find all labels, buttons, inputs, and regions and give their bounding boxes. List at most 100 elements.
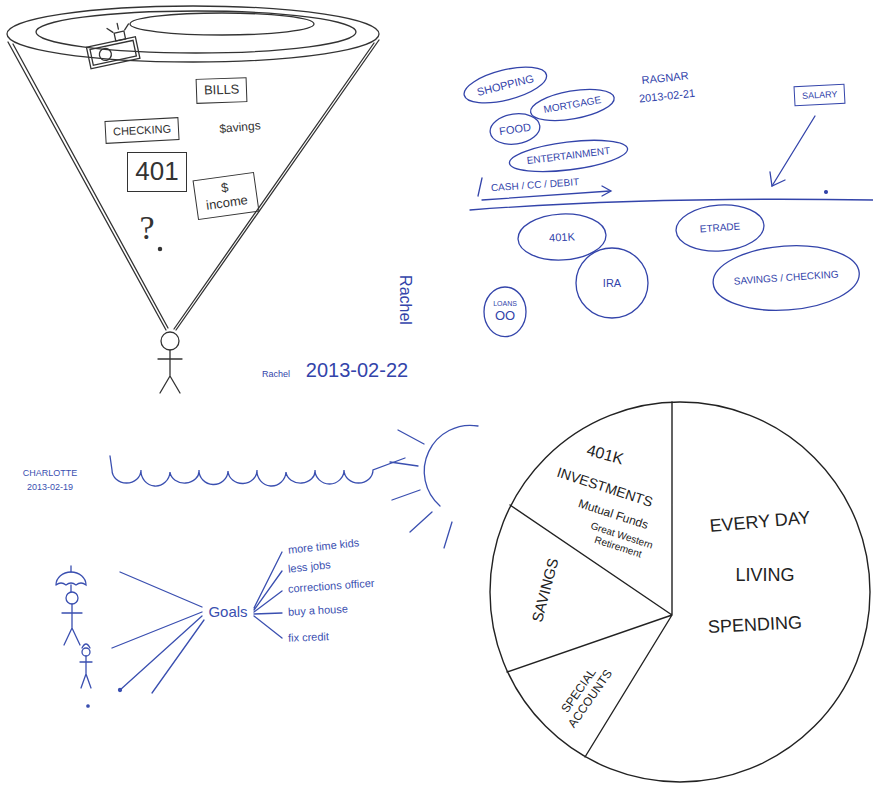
sketch-note: Rachel [262,369,290,379]
goal-line [112,572,204,693]
funnel-rim [130,13,314,35]
salary-arrow [772,116,815,186]
figure-body [80,644,92,688]
sketch-note: buy a house [288,603,349,619]
sketch-note: corrections officer [288,577,375,596]
dot [825,191,828,194]
figure-head [161,332,179,350]
funnel-rim [36,11,356,53]
node-texts: 401 [135,157,178,187]
sketch-note: Rachel [396,275,414,325]
node-label: SALARY [802,89,838,101]
sketch-note: SAVINGS [528,556,562,624]
sun-rays [390,430,452,548]
sketch-note: RAGNAR [641,69,689,86]
sketch-note: SPENDING [708,612,803,638]
funnel-side [176,40,379,330]
node-label: SAVINGS / CHECKING [733,269,838,288]
node-texts: IRA [603,277,621,290]
sketch-box: BILLS [196,77,248,104]
sketch-note: ? [139,208,154,247]
node-label: ENTERTAINMENT [526,145,611,167]
sketch-box: CHECKING [104,117,179,143]
node-label: $ income [201,178,251,214]
sketch-note: 401K [585,441,626,468]
pie-divider [507,402,672,757]
camera-flash [114,31,125,41]
node-texts: ENTERTAINMENT [526,145,611,167]
sketch-note: EVERY DAY [709,507,811,536]
child-figure [80,644,92,688]
oval-outline [488,111,542,148]
node-texts: FOOD [498,121,531,138]
node-texts: MORTGAGE [542,94,601,115]
node-label: BILLS [204,82,240,98]
sun [424,425,478,506]
horizon-line [470,199,873,210]
sketch-oval: SAVINGS / CHECKING [710,240,863,316]
sketch-note: $avings [219,119,261,136]
sketch-box: SALARY [794,83,846,106]
oval-outline [576,248,648,318]
funnel-rim [7,6,379,62]
sketch-note: SPECIAL ACCOUNTS [552,656,618,733]
camera-icon [83,20,140,69]
node-texts: BILLS [204,82,240,98]
node-label: LOANS [493,300,517,308]
dot [87,705,89,707]
node-texts: LOANSOO [493,300,517,323]
sketch-note: less jobs [287,558,331,575]
sketch-oval: FOOD [487,110,543,149]
node-texts: SALARY [802,89,838,101]
sketch-note: Goals [208,603,247,620]
pie-outline [490,402,870,782]
figure-head [82,648,90,656]
camera-body [90,40,136,65]
oval-outline [711,241,862,315]
arrow-head [770,172,785,186]
node-label: ETRADE [699,221,740,235]
sketch-box: 401 [127,152,186,192]
figure-head [66,592,78,604]
node-label: IRA [603,277,621,290]
sketch-note: CHARLOTTE [23,468,78,478]
node-texts: CHECKING [113,122,172,138]
node-texts: $ income [201,178,251,214]
sketch-oval: IRA [575,247,649,319]
oval-outline [460,60,549,110]
sketch-note: 2013-02-22 [306,359,408,382]
sketch-oval: LOANSOO [483,286,527,338]
oval-outline [528,84,616,126]
sketch-oval: MORTGAGE [527,83,618,127]
oval-outline [517,212,607,263]
arrow-head [602,186,611,196]
sketch-oval: ETRADE [673,201,766,255]
sketch-box: $ income [193,172,260,220]
sketch-note: 2013-02-19 [27,482,73,492]
oval-outline [675,202,766,254]
sketch-note: 2013-02-21 [638,87,695,105]
dot [119,689,122,692]
camera-body [86,37,139,69]
umbrella [56,572,86,585]
node-texts: ETRADE [699,221,740,235]
figure-body [158,350,182,393]
node-texts: 401K [549,230,575,244]
sketch-oval: ENTERTAINMENT [506,134,630,178]
sketch-note: INVESTMENTS [555,464,655,510]
stick-figure [158,332,182,393]
node-label: 401K [549,230,575,244]
sketch-note: LIVING [735,565,794,586]
umbrella-stick [70,566,71,592]
cloud [110,456,405,486]
funnel-side [174,43,374,329]
sketch-oval: 401K [516,211,608,264]
node-label: OO [495,309,515,324]
camera-lens [98,47,112,61]
figure-body [62,604,82,645]
node-texts: SAVINGS / CHECKING [733,269,838,288]
node-label: 401 [135,157,178,187]
